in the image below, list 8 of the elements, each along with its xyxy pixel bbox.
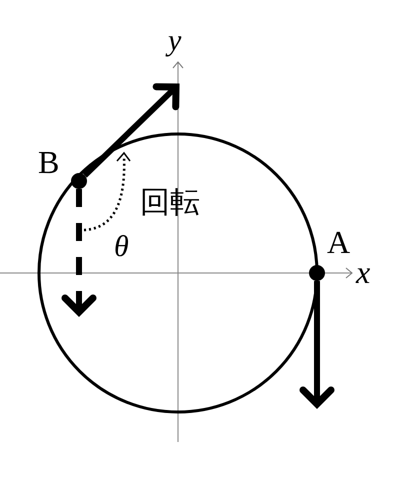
point-dot (309, 265, 325, 281)
angle-label: θ (114, 232, 129, 262)
point-label: B (38, 146, 60, 178)
rotation-label: 回転 (140, 188, 200, 218)
axis-label: x (356, 256, 370, 288)
point-dot (71, 173, 87, 189)
point-label: A (327, 226, 350, 258)
axis-label: y (168, 26, 182, 56)
